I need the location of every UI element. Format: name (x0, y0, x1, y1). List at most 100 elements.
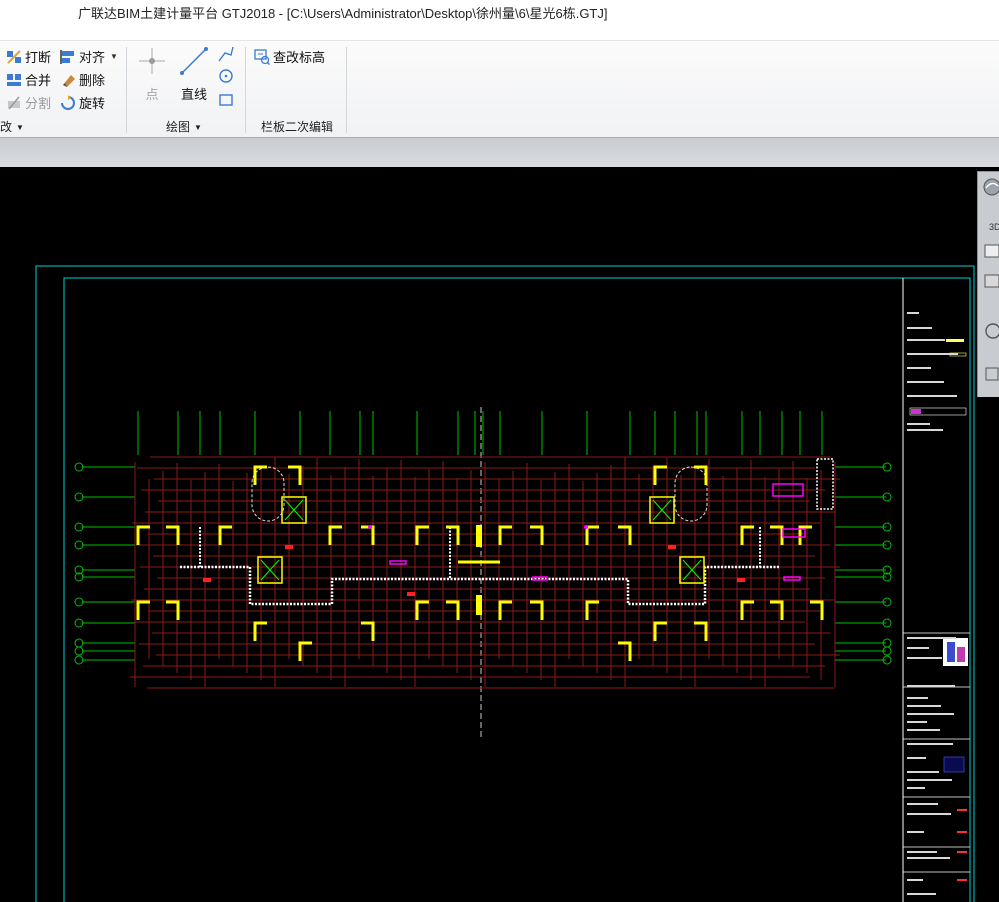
elevator-cross (652, 499, 672, 521)
split-icon (6, 95, 22, 111)
orbit-icon[interactable] (982, 322, 999, 340)
column (446, 600, 460, 620)
title-block-text-line (907, 367, 931, 369)
polyline-button[interactable] (217, 45, 235, 63)
title-block-text-line (907, 729, 940, 731)
point-button[interactable]: 点 (135, 45, 169, 103)
column (298, 641, 312, 661)
axis-tag (74, 646, 84, 656)
title-block-text-line (907, 423, 930, 425)
axis-tag (882, 597, 892, 607)
column (476, 595, 482, 615)
drawing-canvas[interactable] (0, 167, 975, 902)
title-block-text-line (907, 353, 958, 355)
highlight-mark (772, 483, 804, 497)
break-button[interactable]: 打断 (6, 47, 51, 66)
navigation-panel: 3D (977, 171, 999, 397)
merge-button[interactable]: 合并 (6, 70, 51, 89)
column (585, 600, 599, 620)
elevator-box (257, 556, 283, 584)
title-block-text-line (907, 327, 932, 329)
modify-group-label[interactable]: 改▼ (0, 120, 24, 134)
view-3d-label[interactable]: 3D (989, 222, 999, 232)
view-icon[interactable] (982, 242, 999, 260)
delete-button[interactable]: 删除 (60, 70, 105, 89)
column (740, 525, 754, 545)
red-tag (668, 545, 676, 549)
axis-tag (74, 572, 84, 582)
column (218, 525, 232, 545)
elevator-box (649, 496, 675, 524)
column (530, 525, 544, 545)
column (253, 465, 267, 485)
split-button[interactable]: 分割 (6, 93, 51, 112)
align-dropdown-icon[interactable]: ▼ (110, 52, 118, 61)
rectangle-button[interactable] (217, 91, 235, 109)
corridor-outline (180, 565, 780, 606)
column (446, 525, 460, 545)
red-tag (203, 578, 211, 582)
axis-tag (74, 638, 84, 648)
view-cube-icon[interactable] (982, 178, 999, 196)
red-tag (285, 545, 293, 549)
axis-tag (74, 655, 84, 665)
draw-group-dropdown-icon: ▼ (194, 123, 202, 132)
title-block-text-line (907, 851, 937, 853)
circle-button[interactable] (217, 67, 235, 85)
cad-drawing (35, 265, 975, 902)
split-label: 分割 (25, 96, 52, 111)
title-block-text-line (907, 771, 939, 773)
group-separator (346, 47, 347, 133)
axis-tag (882, 655, 892, 665)
draw-group-label[interactable]: 绘图▼ (166, 120, 202, 134)
red-tag (407, 592, 415, 596)
axis-tag (882, 572, 892, 582)
check-elevation-label: 查改标高 (273, 50, 326, 65)
title-block-text-line (907, 879, 923, 881)
group-separator (245, 47, 246, 133)
axis-tag (74, 462, 84, 472)
title-block-red-line (957, 851, 967, 853)
pan-icon[interactable] (982, 272, 999, 290)
point-label: 点 (145, 87, 159, 102)
elevator-box (679, 556, 705, 584)
highlight-mark (783, 576, 801, 581)
shaft-outline (674, 466, 708, 522)
elevator-box (281, 496, 307, 524)
rectangle-icon (219, 94, 233, 106)
railing-group-label: 栏板二次编辑 (261, 120, 334, 134)
highlight-mark (782, 528, 806, 538)
axis-tag (74, 618, 84, 628)
column (618, 525, 632, 545)
line-icon (180, 47, 208, 75)
axis-tag (882, 492, 892, 502)
align-label: 对齐 (79, 50, 106, 65)
title-block-text-line (907, 813, 951, 815)
break-icon (6, 49, 22, 65)
column (166, 525, 180, 545)
column (136, 600, 150, 620)
ribbon: 打断 对齐 ▼ 合并 删除 分割 (0, 40, 999, 137)
axis-tag (882, 565, 892, 575)
align-button[interactable]: 对齐 ▼ (60, 47, 118, 66)
line-button[interactable]: 直线 (177, 45, 211, 103)
title-block-text-line (907, 312, 919, 314)
column (415, 525, 429, 545)
axis-tag (882, 522, 892, 532)
walls-layer (130, 456, 840, 689)
title-block-text-line (907, 705, 941, 707)
highlight-point (584, 525, 588, 529)
rotate-button[interactable]: 旋转 (60, 93, 105, 112)
red-tag (737, 578, 745, 582)
annotation-layer (203, 483, 806, 596)
title-block-text-line (907, 831, 924, 833)
title-block-text-line (907, 787, 925, 789)
highlight-mark (532, 576, 548, 581)
title-block-text-line (907, 697, 928, 699)
shaft-outline (251, 466, 285, 522)
column (798, 525, 812, 545)
check-elevation-button[interactable]: 查改标高 (254, 47, 325, 66)
zoom-icon[interactable] (982, 366, 999, 384)
columns-layer (136, 465, 824, 661)
axis-tag (74, 597, 84, 607)
